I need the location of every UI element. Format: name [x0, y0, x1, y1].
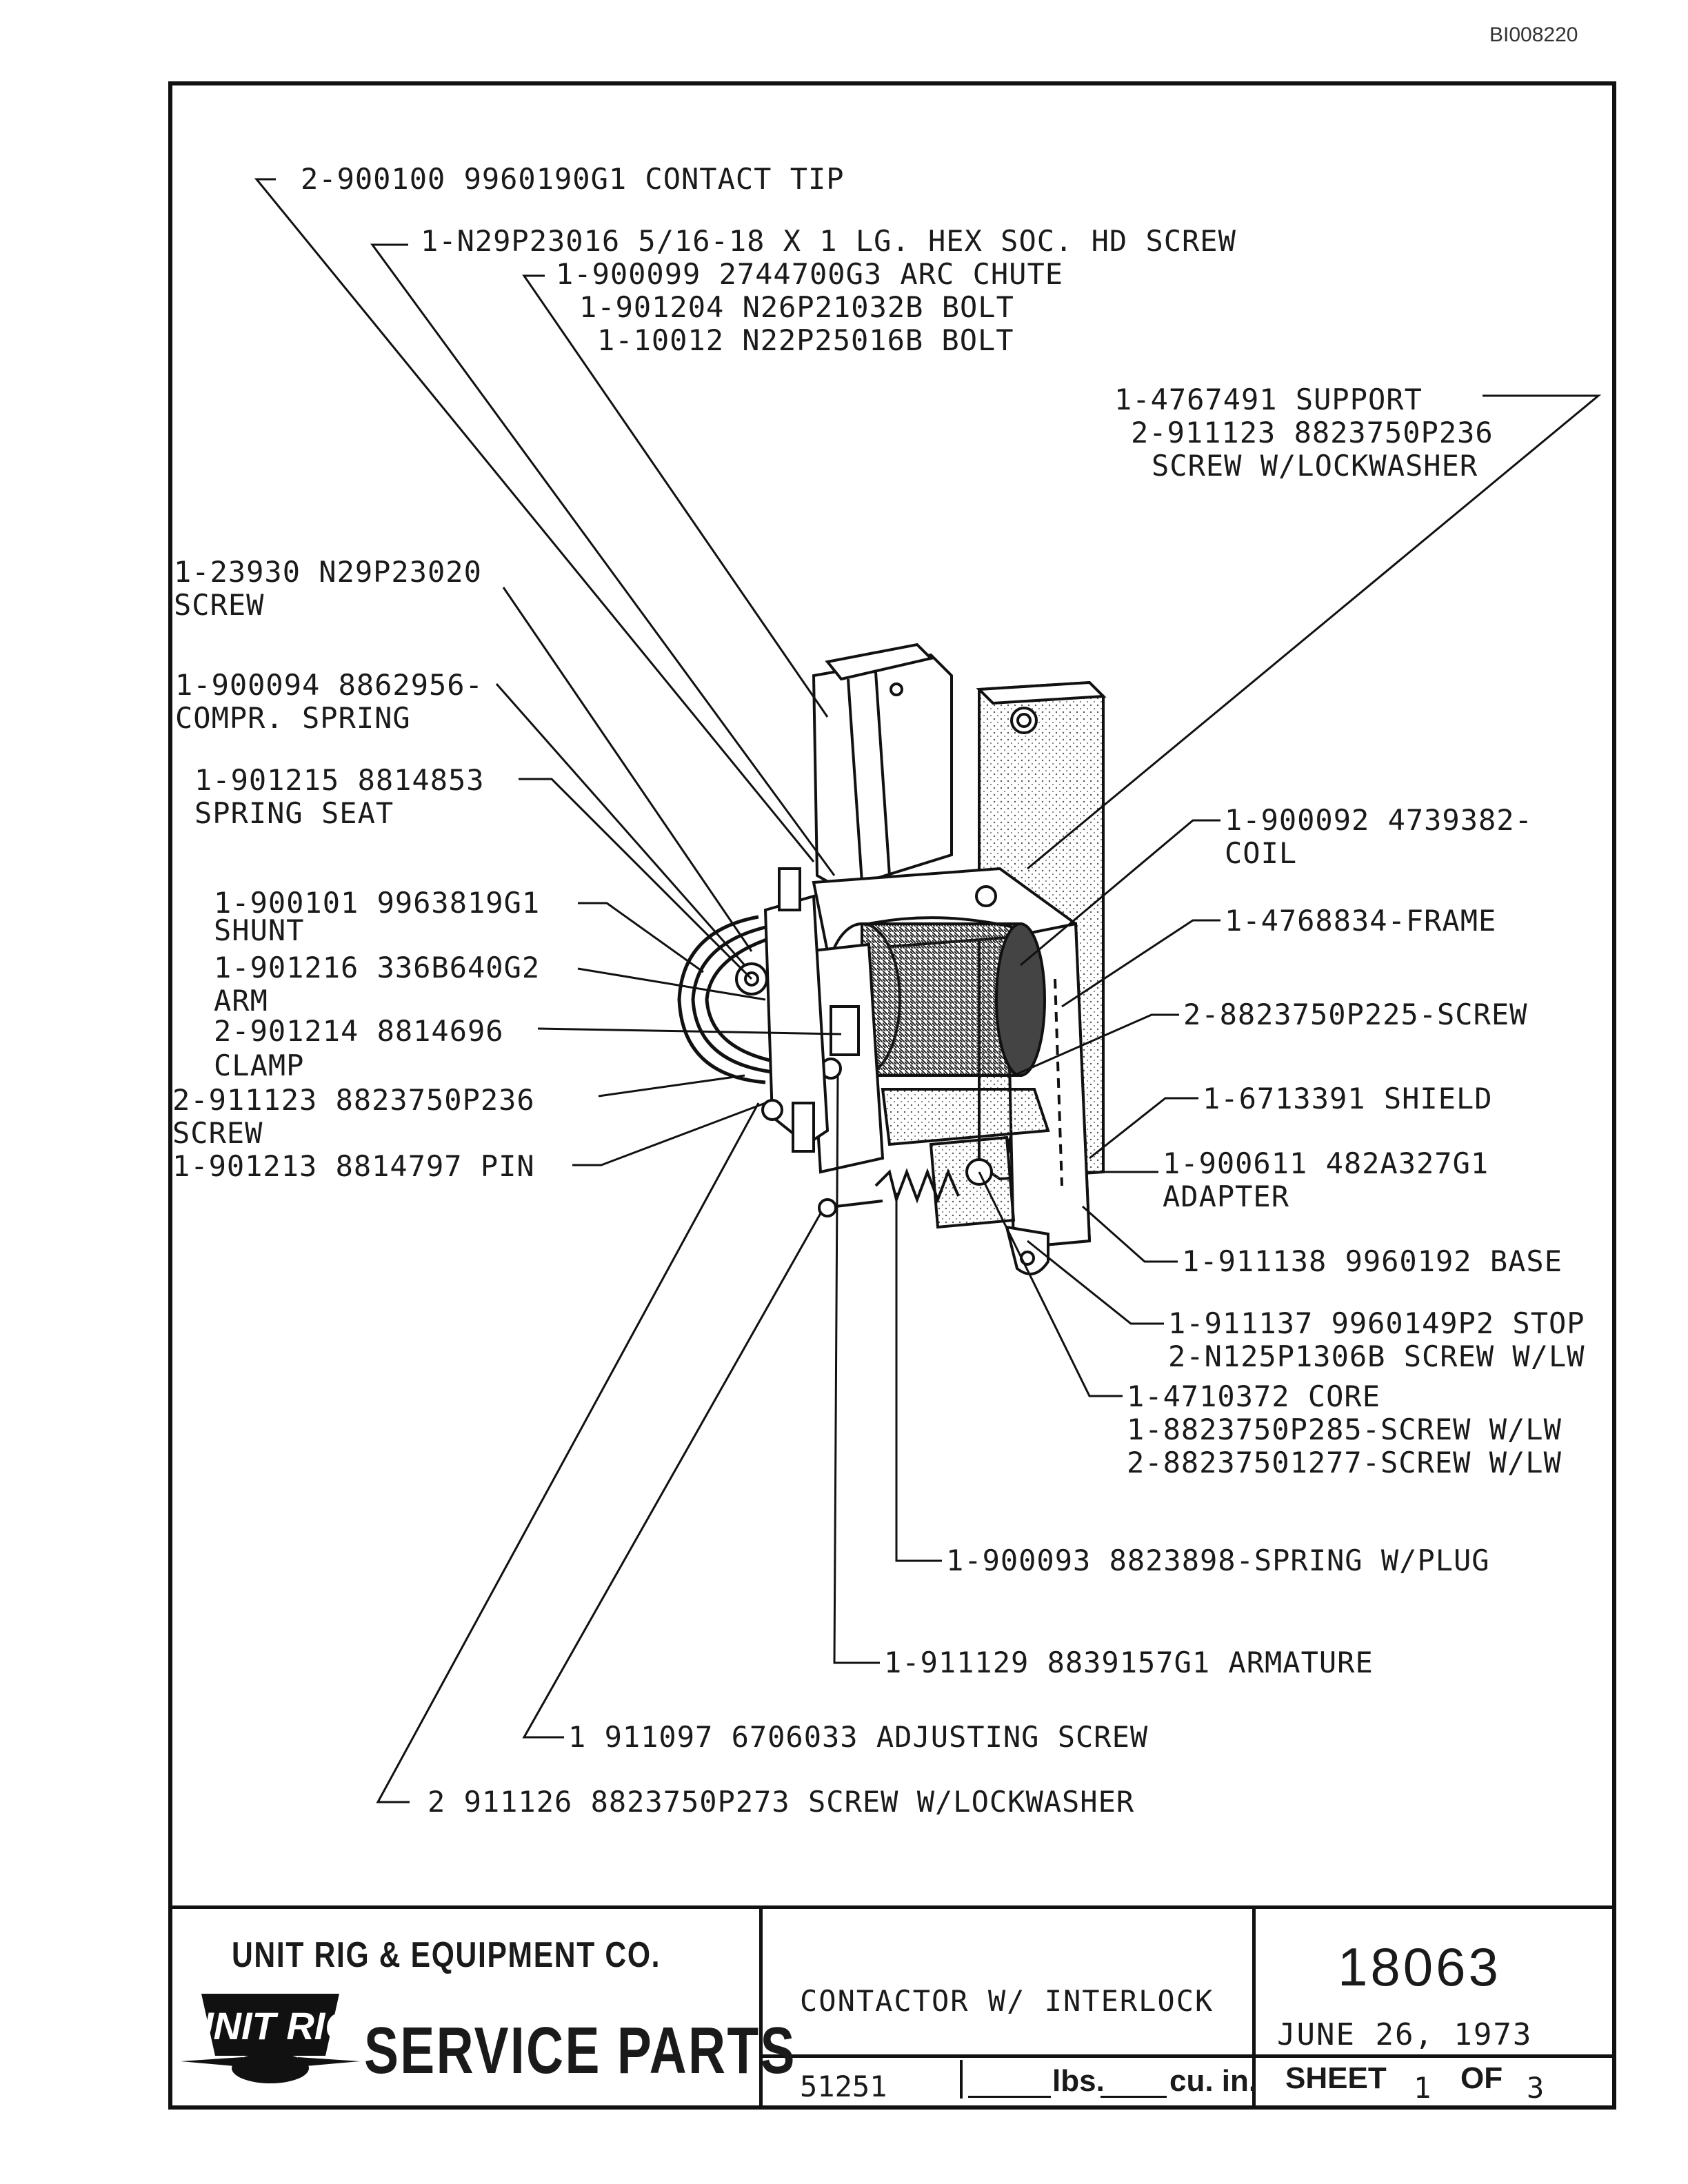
callout-core-screw-2: 2-88237501277-SCREW W/LW	[1127, 1446, 1562, 1479]
title-block-title-cell	[759, 1905, 1256, 2110]
company-name: UNIT RIG & EQUIPMENT CO.	[232, 1935, 661, 1975]
of-label: OF	[1460, 2061, 1503, 2095]
document-id: BI008220	[1489, 23, 1578, 46]
callout-spring-seat-desc: SPRING SEAT	[194, 796, 394, 830]
callout-core: 1-4710372 CORE	[1127, 1379, 1381, 1413]
callout-screw-p225: 2-8823750P225-SCREW	[1183, 998, 1528, 1031]
title-block-divider	[759, 2054, 1616, 2058]
unit-rig-logo: UNIT RIG	[181, 1994, 360, 2083]
title-block	[168, 1905, 1616, 2110]
callout-pin: 1-901213 8814797 PIN	[172, 1149, 535, 1183]
part-core-base	[881, 1088, 1050, 1229]
cuin-label: cu. in.	[1169, 2064, 1258, 2098]
callout-clamp: 2-901214 8814696	[214, 1014, 504, 1048]
callout-screw-911123-desc: SCREW	[172, 1116, 263, 1150]
drawing-date: JUNE 26, 1973	[1277, 2017, 1533, 2052]
callout-armature: 1-911129 8839157G1 ARMATURE	[884, 1646, 1374, 1679]
callout-screw-23930: 1-23930 N29P23020	[174, 555, 482, 589]
callout-screw-23930-desc: SCREW	[174, 588, 265, 622]
callout-spring-plug: 1-900093 8823898-SPRING W/PLUG	[946, 1544, 1490, 1577]
callout-core-screw-1: 1-8823750P285-SCREW W/LW	[1127, 1413, 1562, 1446]
callout-stop: 1-911137 9960149P2 STOP	[1168, 1306, 1585, 1340]
callout-support-screw: 2-911123 8823750P236	[1131, 416, 1494, 449]
callout-spring-seat: 1-901215 8814853	[194, 763, 485, 797]
lbs-blank	[968, 2096, 1051, 2098]
callout-stop-screw: 2-N125P1306B SCREW W/LW	[1168, 1339, 1585, 1373]
logo-text: UNIT RIG	[185, 2004, 355, 2048]
callout-adapter: 1-900611 482A327G1	[1163, 1146, 1489, 1180]
part-arm-bracket	[735, 867, 830, 1153]
callout-contact-tip: 2-900100 9960190G1 CONTACT TIP	[301, 162, 845, 196]
part-arc-chute	[812, 643, 953, 891]
callout-frame: 1-4768834-FRAME	[1225, 904, 1497, 938]
callout-shield: 1-6713391 SHIELD	[1203, 1082, 1493, 1115]
lbs-label: lbs.	[1052, 2064, 1105, 2098]
callout-base: 1-911138 9960192 BASE	[1182, 1244, 1563, 1278]
callout-arm: 1-901216 336B640G2	[214, 951, 541, 984]
callout-compr-spring: 1-900094 8862956-	[175, 668, 483, 702]
callout-screw-911123: 2-911123 8823750P236	[172, 1083, 535, 1117]
callout-lockwasher-screw: 2 911126 8823750P273 SCREW W/LOCKWASHER	[428, 1785, 1135, 1819]
service-parts-heading: SERVICE PARTS	[364, 2014, 796, 2087]
cuin-blank	[1101, 2096, 1167, 2098]
title-block-company-cell	[168, 1905, 763, 2110]
part-shunt	[677, 915, 776, 1084]
sheet-total: 3	[1527, 2071, 1545, 2105]
callout-arm-desc: ARM	[214, 984, 268, 1018]
part-spring-plug	[818, 1168, 960, 1217]
drawing-number: 18063	[1338, 1937, 1501, 1997]
part-reference: 51251	[800, 2070, 887, 2103]
callout-compr-spring-desc: COMPR. SPRING	[175, 701, 411, 735]
callout-shunt-desc: SHUNT	[214, 913, 305, 947]
callout-shunt: 1-900101 9963819G1	[214, 886, 541, 920]
callout-support: 1-4767491 SUPPORT	[1114, 383, 1423, 416]
weight-separator	[960, 2060, 963, 2099]
sheet-label: SHEET	[1285, 2061, 1387, 2095]
callout-bolt-2: 1-10012 N22P25016B BOLT	[597, 323, 1014, 357]
drawing-title: CONTACTOR W/ INTERLOCK	[800, 1984, 1214, 2018]
callout-coil-desc: COIL	[1225, 836, 1298, 870]
callout-coil: 1-900092 4739382-	[1225, 803, 1533, 837]
sheet-number: 1	[1414, 2071, 1431, 2105]
callout-support-screw-desc: SCREW W/LOCKWASHER	[1152, 449, 1478, 483]
callout-arc-chute: 1-900099 2744700G3 ARC CHUTE	[556, 257, 1064, 291]
leader-lines	[254, 178, 1602, 1803]
callout-bolt-1: 1-901204 N26P21032B BOLT	[579, 290, 1014, 324]
callout-adapter-desc: ADAPTER	[1163, 1180, 1290, 1213]
callout-clamp-desc: CLAMP	[214, 1049, 305, 1082]
callout-hex-screw: 1-N29P23016 5/16-18 X 1 LG. HEX SOC. HD …	[421, 224, 1236, 258]
callout-adjusting-screw: 1 911097 6706033 ADJUSTING SCREW	[568, 1720, 1149, 1754]
